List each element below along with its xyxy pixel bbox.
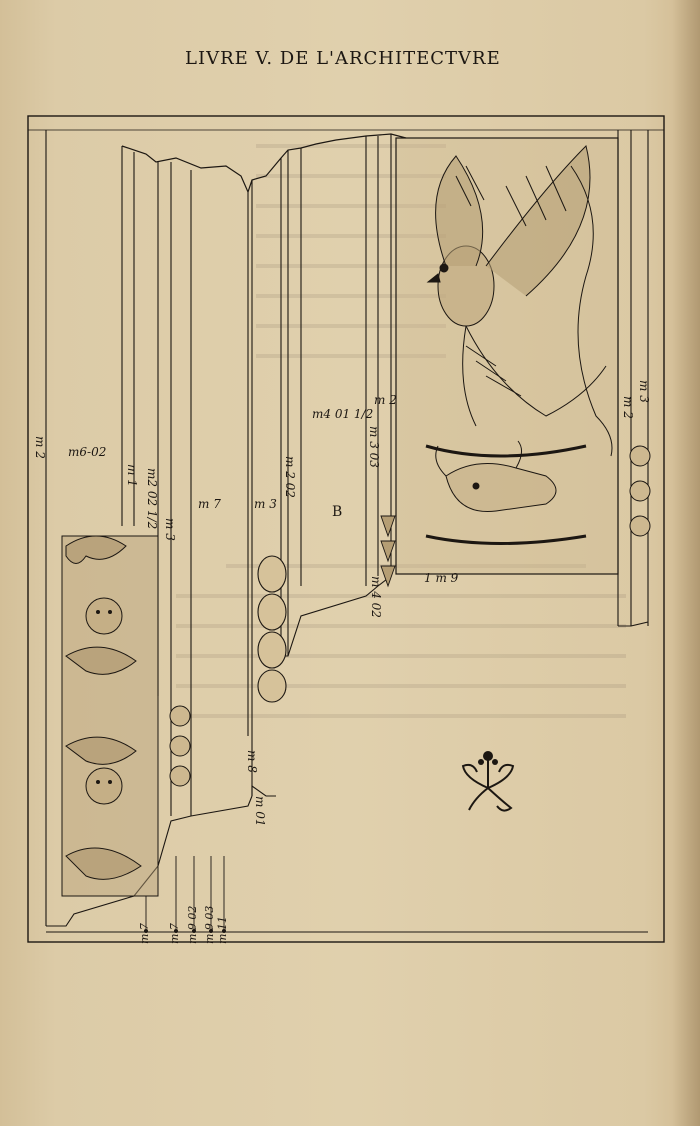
label-m7: m 7 [198,497,221,511]
label-m2-02: m2 02 [145,468,159,507]
label-m3-o: m 3 [163,518,177,541]
entablature-drawing [27,115,665,943]
label-m2-right: m 2 [621,396,635,419]
entablature-plate: m 2 m6-02 m 1 m2 02 1/2 m 3 m 7 m 3 m 2 … [26,96,666,946]
label-b: B [332,504,343,520]
label-m3: m 3 [254,497,277,511]
label-bottom-m9-02: m 9 02 [186,905,199,944]
label-half: 1/2 [145,510,159,530]
label-m2-left: m 2 [33,436,47,459]
label-m4-02: m 4 02 [369,576,383,618]
label-m6-02: m6-02 [68,445,107,459]
label-bottom-m7b: m 7 [168,923,181,944]
spine-shadow [672,0,700,1126]
label-m1: m 1 [125,464,139,487]
running-head: LIVRE V. DE L'ARCHITECTVRE [185,48,501,69]
printer-fleuron-icon [455,748,521,818]
label-m4-01: m4 01 1/2 [312,407,374,421]
label-m3-03: m 3 03 [367,426,381,468]
label-m2-02-b: m 2 02 [283,456,297,498]
label-m1-01: m 01 [253,796,267,827]
label-m2-top: m 2 [374,393,397,407]
label-m9: 1 m 9 [424,571,459,585]
label-m8: m 8 [245,750,259,773]
label-bottom-m7a: m 7 [138,923,151,944]
label-m3-right: m 3 [637,380,651,403]
label-bottom-m11: m 11 [216,916,229,944]
label-bottom-m9-03: m 9 03 [203,905,216,944]
